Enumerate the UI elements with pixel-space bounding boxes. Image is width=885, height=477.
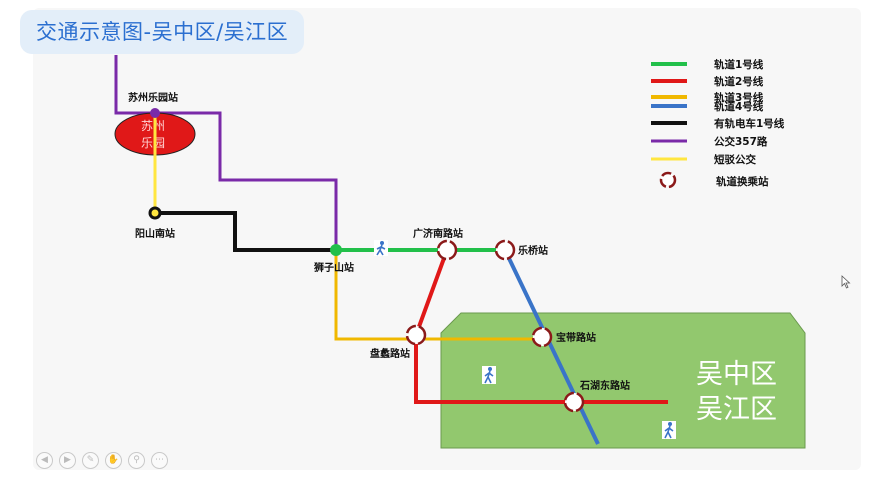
interchange-baodai[interactable] xyxy=(531,326,553,348)
label-guangji-south: 广济南路站 xyxy=(413,227,463,240)
interchange-shihu-east[interactable] xyxy=(563,391,585,413)
legend-label-bus357: 公交357路 xyxy=(714,135,768,148)
walking-person-icon xyxy=(482,366,496,384)
label-leqiao: 乐桥站 xyxy=(518,244,548,257)
prev-icon[interactable]: ◀ xyxy=(36,452,53,469)
label-suzhou-paradise: 苏州乐园站 xyxy=(128,91,178,104)
legend-label-tram1: 有轨电车1号线 xyxy=(714,117,785,130)
page-title: 交通示意图-吴中区/吴江区 xyxy=(20,10,305,54)
menu-icon[interactable]: ⋯ xyxy=(151,452,168,469)
legend: 轨道1号线 轨道2号线 轨道3号线 轨道4号线 有轨电车1号线 公交357路 短… xyxy=(651,58,785,189)
tram1-route xyxy=(155,211,336,252)
district-label-1: 吴中区 xyxy=(696,359,777,390)
label-shizishan: 狮子山站 xyxy=(313,261,354,274)
legend-label-shuttle: 短驳公交 xyxy=(714,153,756,166)
next-icon[interactable]: ▶ xyxy=(59,452,76,469)
legend-label-interchange: 轨道换乘站 xyxy=(716,175,769,188)
legend-label-line3: 轨道3号线 xyxy=(714,91,764,104)
legend-label-line1: 轨道1号线 xyxy=(714,58,764,71)
label-baodai: 宝带路站 xyxy=(556,331,596,344)
yangshan-south-station[interactable] xyxy=(148,206,162,220)
shizishan-station[interactable] xyxy=(330,244,342,256)
label-shihu-east: 石湖东路站 xyxy=(579,379,630,392)
legend-label-line4: 轨道4号线 xyxy=(714,100,764,113)
suzhou-paradise-station[interactable] xyxy=(150,108,160,118)
walking-person-icon xyxy=(374,240,388,256)
mouse-cursor-icon xyxy=(841,275,851,289)
zoom-icon[interactable]: ⚲ xyxy=(128,452,145,469)
line4-route xyxy=(503,249,600,445)
park-label-2: 乐园 xyxy=(141,136,165,150)
select-icon[interactable]: ✋ xyxy=(105,452,122,469)
line3-route xyxy=(334,250,542,341)
viewer-toolbar: ◀ ▶ ✎ ✋ ⚲ ⋯ xyxy=(36,452,168,469)
district-zone xyxy=(440,312,806,449)
label-panli: 盘蠡路站 xyxy=(370,347,410,360)
interchange-leqiao[interactable] xyxy=(494,239,516,261)
interchange-guangji-south[interactable] xyxy=(436,239,458,261)
interchange-panli[interactable] xyxy=(405,324,427,346)
line2-route xyxy=(414,249,668,404)
label-yangshan-south: 阳山南站 xyxy=(135,227,175,240)
district-label-2: 吴江区 xyxy=(696,394,777,425)
park-label-1: 苏州 xyxy=(141,119,165,133)
edit-icon[interactable]: ✎ xyxy=(82,452,99,469)
legend-label-line2: 轨道2号线 xyxy=(714,75,764,88)
legend-swatch-interchange xyxy=(659,171,677,189)
walking-person-icon xyxy=(662,421,676,439)
bus357-route xyxy=(114,55,338,250)
